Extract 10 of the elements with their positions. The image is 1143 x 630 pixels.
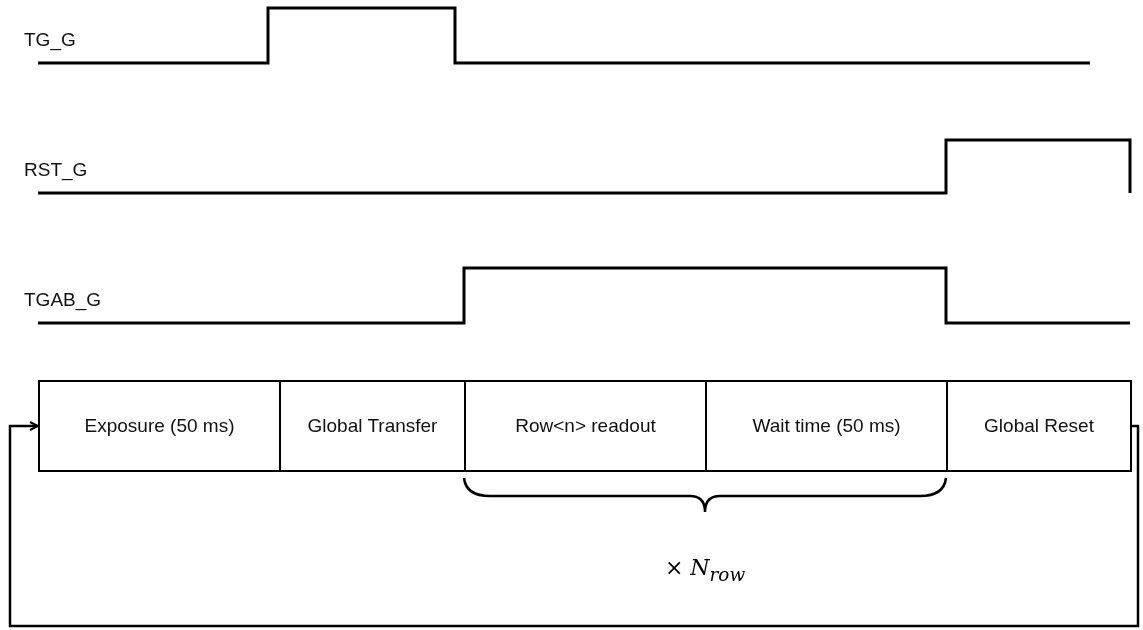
phase-box: Exposure (50 ms) xyxy=(38,380,281,472)
phase-box: Wait time (50 ms) xyxy=(705,380,948,472)
loop-arrow xyxy=(8,421,1140,628)
phase-box: Row<n> readout xyxy=(464,380,707,472)
phase-box: Global Reset xyxy=(946,380,1132,472)
signal-name: RST_G xyxy=(24,159,88,181)
signal-name: TG_G xyxy=(24,29,76,51)
signal-name: TGAB_G xyxy=(24,289,102,311)
phase-box: Global Transfer xyxy=(279,380,466,472)
repeat-count: × N$_{row}$ xyxy=(664,555,746,585)
